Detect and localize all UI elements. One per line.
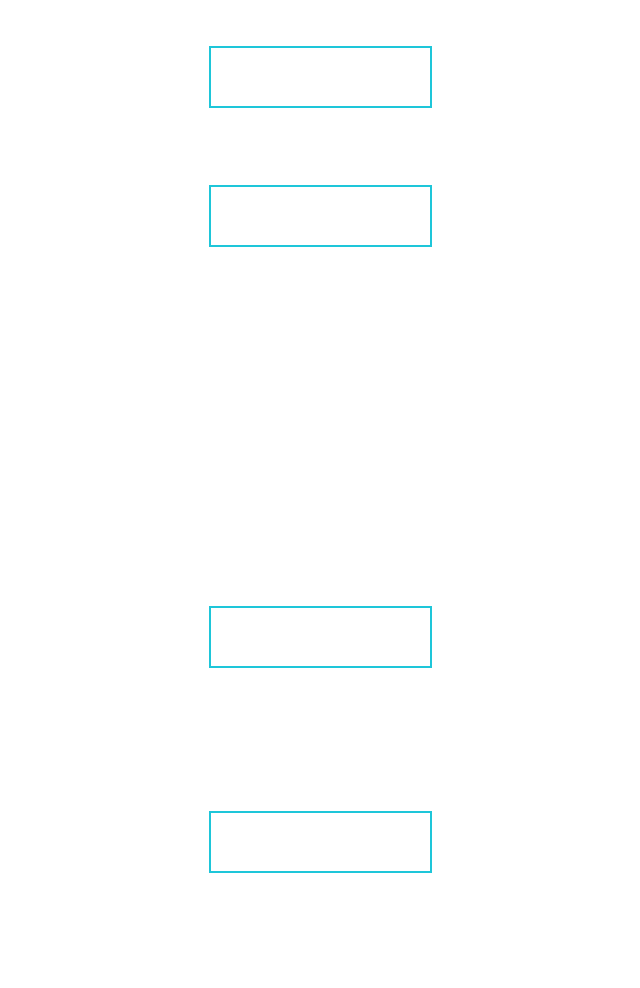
outlined-box-2[interactable] — [209, 185, 432, 247]
outlined-box-1[interactable] — [209, 46, 432, 108]
outlined-box-4[interactable] — [209, 811, 432, 873]
outlined-box-3[interactable] — [209, 606, 432, 668]
